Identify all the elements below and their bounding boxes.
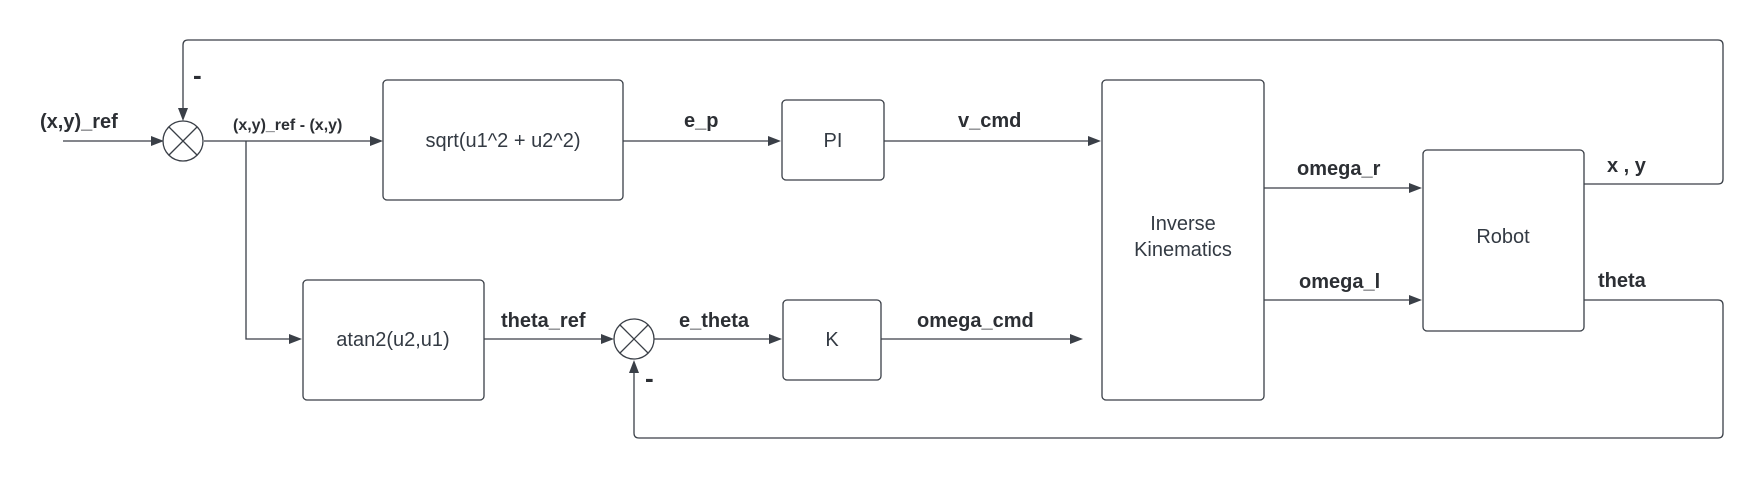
arrowhead-robot-omega-l [1409, 295, 1422, 305]
signal-theta-ref: theta_ref [501, 310, 586, 332]
arrowhead-k-input [769, 334, 782, 344]
summing-junction-heading [613, 318, 655, 360]
block-k-label: K [825, 329, 839, 351]
signal-omega-r: omega_r [1297, 158, 1381, 180]
block-robot-label: Robot [1476, 226, 1530, 248]
arrowhead-sum1-input [151, 136, 164, 146]
block-atan2-label: atan2(u2,u1) [336, 329, 449, 351]
block-inverse-kinematics[interactable]: Inverse Kinematics [1101, 79, 1265, 401]
arrowhead-pi-input [768, 136, 781, 146]
signal-xy-error: (x,y)_ref - (x,y) [233, 117, 342, 134]
signal-e-p: e_p [684, 110, 718, 132]
signal-e-theta: e_theta [679, 310, 750, 332]
arrowhead-atan2-input [289, 334, 302, 344]
sum1-minus-sign: - [193, 60, 202, 90]
wire-error-to-atan2 [245, 141, 291, 340]
wire-feedback-theta [633, 299, 1724, 439]
arrowhead-sqrt-input [370, 136, 383, 146]
block-k-gain[interactable]: K [782, 299, 882, 381]
block-atan2[interactable]: atan2(u2,u1) [302, 279, 485, 401]
block-magnitude[interactable]: sqrt(u1^2 + u2^2) [382, 79, 624, 201]
signal-theta-out: theta [1598, 270, 1647, 292]
arrowhead-sum1-feedback [178, 108, 188, 121]
block-ik-label-line2: Kinematics [1134, 239, 1232, 261]
arrowhead-sum2-input [601, 334, 614, 344]
block-pi-controller[interactable]: PI [781, 99, 885, 181]
block-ik-label-line1: Inverse [1150, 213, 1216, 235]
wire-feedback-xy [182, 39, 1724, 185]
signal-omega-cmd: omega_cmd [917, 310, 1034, 332]
signal-v-cmd: v_cmd [958, 110, 1021, 132]
signal-omega-l: omega_l [1299, 271, 1380, 293]
signal-xy-ref: (x,y)_ref [40, 111, 118, 133]
signal-xy-out: x , y [1607, 155, 1647, 177]
sum2-minus-sign: - [645, 363, 654, 393]
arrowhead-ik-v-input [1088, 136, 1101, 146]
arrowhead-ik-omega-input [1070, 334, 1083, 344]
arrowhead-sum2-feedback [629, 360, 639, 373]
block-pi-label: PI [824, 130, 843, 152]
summing-junction-position [162, 120, 204, 162]
block-magnitude-label: sqrt(u1^2 + u2^2) [426, 130, 581, 152]
arrowhead-robot-omega-r [1409, 183, 1422, 193]
block-robot[interactable]: Robot [1422, 149, 1585, 332]
